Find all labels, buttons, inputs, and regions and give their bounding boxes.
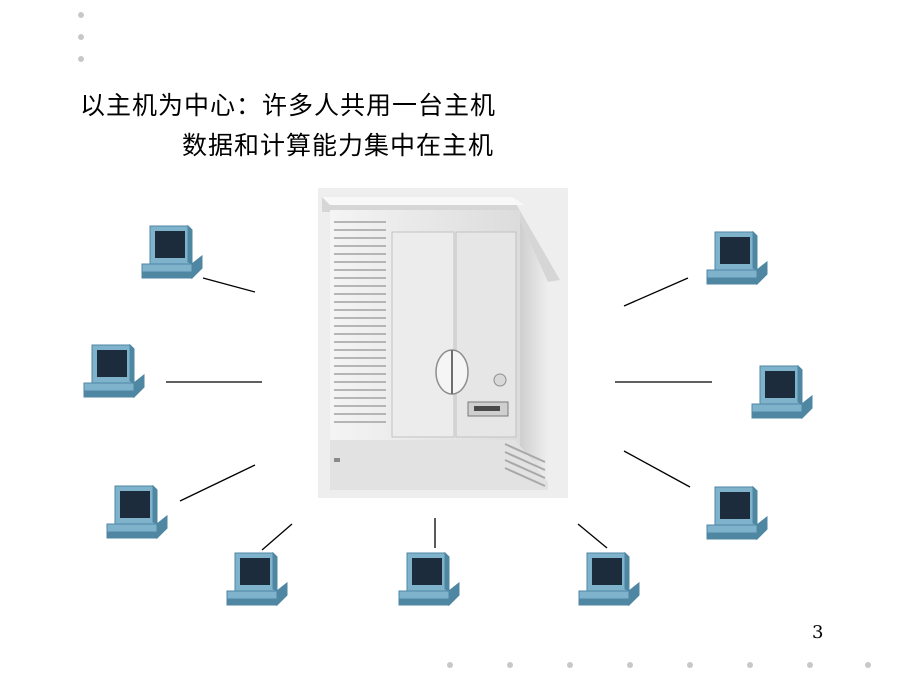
slide-title: 以主机为中心：许多人共用一台主机 数据和计算能力集中在主机 [80,86,496,162]
connection-lines [166,277,712,551]
link-terminal-7 [623,277,689,307]
terminal-computer-icon [83,343,145,399]
link-terminal-6 [577,523,608,549]
title-line-2: 数据和计算能力集中在主机 [182,131,495,160]
terminal-computer-icon [706,485,768,541]
link-terminal-4 [261,523,293,551]
terminal-computer-icon [398,551,460,607]
terminal-computer-icon [578,551,640,607]
terminals [83,224,813,607]
link-terminal-3 [179,464,256,502]
decor-dots-top [78,12,84,62]
terminal-computer-icon [751,364,813,420]
terminal-computer-icon [226,551,288,607]
title-line-1: 以主机为中心：许多人共用一台主机 [80,91,497,120]
mainframe-server [318,188,568,498]
terminal-computer-icon [706,230,768,286]
link-terminal-1 [202,277,256,293]
decor-dots-bottom [447,662,871,668]
terminal-computer-icon [141,224,203,280]
page-number: 3 [812,622,824,643]
link-terminal-9 [623,450,691,488]
terminal-computer-icon [106,484,168,540]
